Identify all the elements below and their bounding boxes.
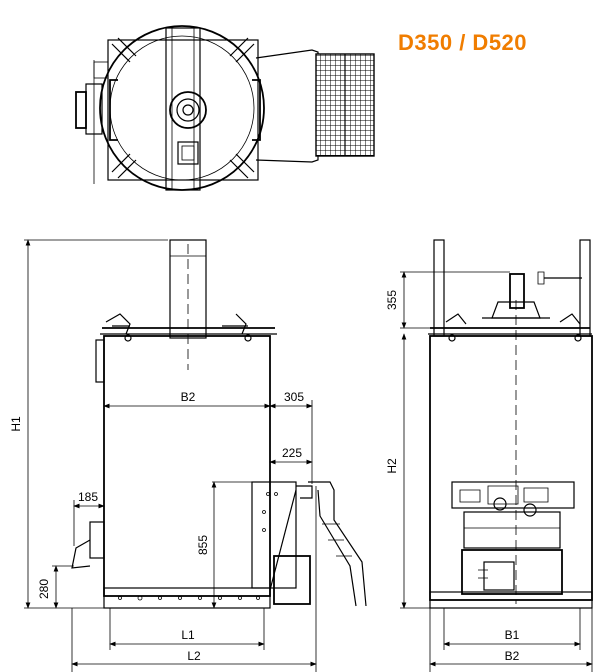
label-b2-front: B2 — [181, 390, 196, 404]
front-view — [71, 239, 367, 609]
label-l1: L1 — [181, 628, 195, 642]
top-view-hatch — [177, 141, 199, 165]
label-305: 305 — [284, 390, 304, 404]
side-view-top-motor — [509, 273, 525, 309]
label-225: 225 — [282, 446, 302, 460]
label-355: 355 — [385, 290, 399, 310]
top-view-center-beam — [165, 27, 201, 191]
front-view-side-box — [95, 339, 105, 383]
top-view — [75, 25, 375, 191]
top-view-side-duct — [255, 49, 319, 163]
side-view-fan-box — [461, 549, 563, 595]
top-view-left-motor — [75, 91, 87, 129]
side-view-right-post — [579, 239, 591, 337]
label-b1: B1 — [505, 628, 520, 642]
label-185: 185 — [78, 490, 98, 504]
dimension-lines — [24, 239, 593, 672]
label-h1: H1 — [9, 416, 23, 432]
side-view-base — [429, 591, 593, 609]
label-280: 280 — [37, 579, 51, 599]
side-view-body — [429, 335, 593, 601]
label-l2: L2 — [187, 649, 201, 663]
label-b2-side: B2 — [505, 649, 520, 663]
top-view-frame — [107, 39, 259, 181]
front-view-feed-arm — [308, 481, 367, 607]
side-view-burner-panel — [451, 481, 575, 509]
front-view-body — [103, 335, 271, 597]
label-h2: H2 — [385, 458, 399, 474]
top-view-drum-outline — [99, 25, 265, 191]
side-view-left-post — [433, 239, 445, 337]
label-855: 855 — [196, 535, 210, 555]
model-title: D350 / D520 — [398, 30, 528, 55]
side-view — [428, 239, 593, 609]
top-view-motor — [169, 91, 207, 129]
front-view-left-burner — [89, 521, 105, 559]
front-view-fan-box — [273, 555, 311, 605]
front-view-base — [103, 587, 271, 609]
